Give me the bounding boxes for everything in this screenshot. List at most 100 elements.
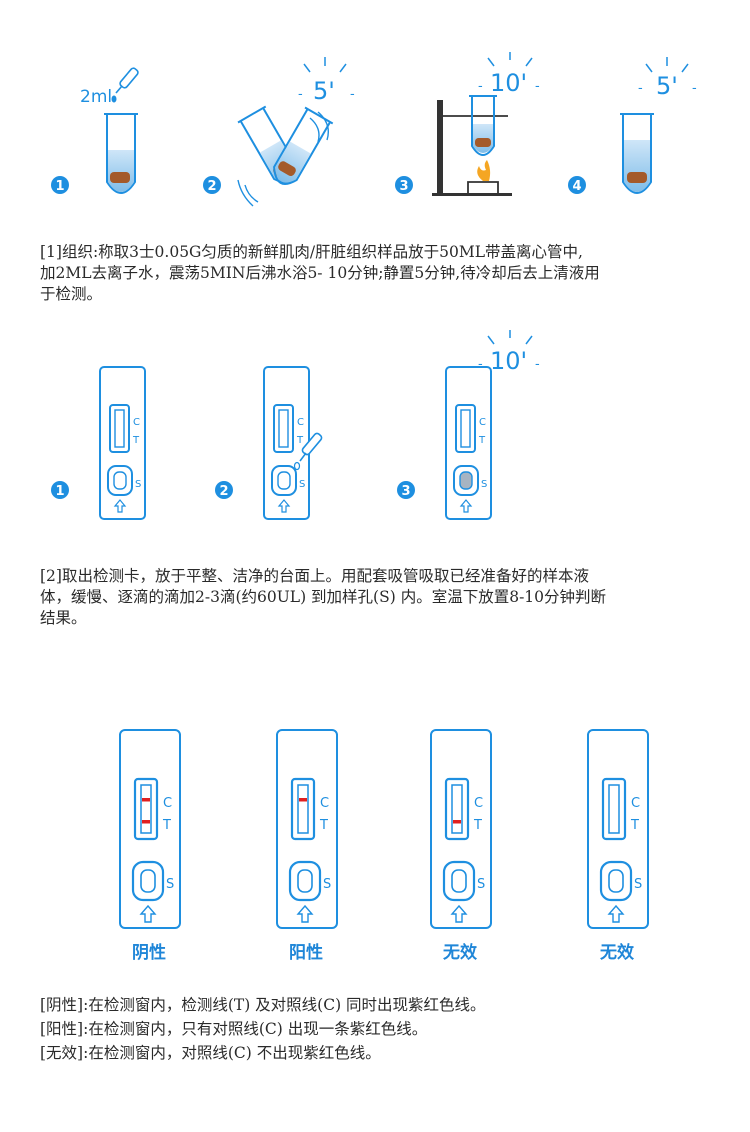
arrow-up-icon: [459, 499, 473, 513]
card-outline: [430, 729, 492, 929]
svg-text:T: T: [132, 435, 140, 446]
svg-text:10': 10': [490, 347, 527, 375]
result-label-positive: 阳性: [289, 943, 323, 963]
water-bath-heating-image: - 10' - 3: [395, 52, 540, 196]
control-line-c: [299, 798, 307, 802]
svg-text:2: 2: [219, 484, 228, 499]
svg-text:5': 5': [656, 72, 678, 100]
step1-line: 于检测。: [40, 285, 103, 303]
test-line-t: [142, 820, 150, 824]
svg-text:-: -: [535, 357, 540, 372]
flame-icon: [477, 160, 491, 181]
step1-line: 加2ML去离子水，震荡5MIN后沸水浴5- 10分钟;静置5分钟,待冷却后去上清…: [40, 264, 600, 282]
label-t: T: [473, 818, 482, 833]
label-s: S: [323, 877, 331, 892]
test-card-with-dropper-image: C T S 2: [215, 366, 323, 520]
result-test-card: CTS: [119, 729, 181, 929]
label-t: T: [162, 818, 171, 833]
svg-text:-: -: [535, 79, 540, 94]
step-number-badge: [51, 481, 69, 499]
label-c: C: [631, 796, 640, 811]
card-outline: [587, 729, 649, 929]
arrow-up-icon: [450, 904, 468, 923]
result-label-invalid: 无效: [443, 943, 477, 963]
detection-strip: [297, 784, 309, 834]
svg-text:S: S: [299, 479, 305, 490]
svg-text:S: S: [481, 479, 487, 490]
arrow-up-icon: [113, 499, 127, 513]
svg-text:C: C: [297, 417, 304, 428]
sample-hole: [608, 869, 624, 893]
svg-text:4: 4: [572, 179, 581, 194]
annotation-2ml: 2ml: [80, 87, 112, 107]
card-outline: [119, 729, 181, 929]
tissue-sample-icon: [110, 172, 130, 183]
label-c: C: [320, 796, 329, 811]
dropper-icon: [115, 67, 139, 94]
arrow-up-icon: [139, 904, 157, 923]
detection-strip: [608, 784, 620, 834]
svg-text:1: 1: [55, 484, 64, 499]
tube-with-dropper-image: 2ml 1: [51, 67, 139, 194]
svg-text:3: 3: [401, 484, 410, 499]
svg-text:-: -: [478, 79, 483, 94]
step1-line: [1]组织:称取3士0.05G匀质的新鲜肌肉/肝脏组织样品放于50ML带盖离心管…: [40, 243, 583, 261]
svg-text:C: C: [133, 417, 140, 428]
test-card-waiting-image: - 10' - C T S 3: [397, 330, 540, 520]
control-line-c: [142, 798, 150, 802]
svg-text:T: T: [478, 435, 486, 446]
settling-tube-image: - 5' - 4: [568, 57, 697, 194]
dropper-icon: [299, 432, 323, 462]
sample-hole: [451, 869, 467, 893]
arrow-up-icon: [296, 904, 314, 923]
step-number-badge: [397, 481, 415, 499]
arrow-up-icon: [607, 904, 625, 923]
svg-text:5': 5': [313, 77, 335, 105]
result-label-invalid: 无效: [600, 943, 634, 963]
svg-text:2: 2: [207, 179, 216, 194]
svg-text:-: -: [350, 87, 355, 102]
sample-well: [599, 860, 633, 902]
detection-window: [601, 777, 627, 841]
sample-well: [131, 860, 165, 902]
label-s: S: [477, 877, 485, 892]
timer-annotation: - 10' -: [478, 52, 540, 97]
step2-illustrations: C T S 1 C T S 2 - 10' -: [51, 330, 540, 520]
shaking-tubes-image: - 5' - 2: [203, 57, 355, 207]
svg-text:-: -: [638, 81, 643, 96]
result-description-invalid: [无效]:在检测窗内，对照线(C) 不出现紫红色线。: [40, 1044, 381, 1062]
sample-hole: [140, 869, 156, 893]
step2-line: 体，缓慢、逐滴的滴加2-3滴(约60UL) 到加样孔(S) 内。室温下放置8-1…: [40, 588, 607, 606]
svg-text:S: S: [135, 479, 141, 490]
test-card-image: C T S 1: [51, 366, 146, 520]
detection-strip: [140, 784, 152, 834]
svg-text:C: C: [479, 417, 486, 428]
sample-hole: [297, 869, 313, 893]
result-description-negative: [阴性]:在检测窗内，检测线(T) 及对照线(C) 同时出现紫红色线。: [40, 996, 486, 1014]
timer-annotation: - 10' -: [478, 330, 540, 375]
result-test-card: CT S: [587, 729, 649, 929]
svg-text:3: 3: [399, 179, 408, 194]
timer-annotation: - 5' -: [298, 57, 355, 105]
label-s: S: [634, 877, 642, 892]
svg-text:-: -: [692, 81, 697, 96]
label-t: T: [630, 818, 639, 833]
detection-window: [290, 777, 316, 841]
detection-window: [444, 777, 470, 841]
label-c: C: [474, 796, 483, 811]
drop-icon: [111, 95, 117, 103]
label-c: C: [163, 796, 172, 811]
step2-line: 结果。: [40, 609, 87, 627]
svg-text:1: 1: [55, 179, 64, 194]
label-t: T: [319, 818, 328, 833]
timer-annotation: - 5' -: [638, 57, 697, 100]
sample-well: [442, 860, 476, 902]
step2-line: [2]取出检测卡，放于平整、洁净的台面上。用配套吸管吸取已经准备好的样本液: [40, 567, 589, 585]
svg-text:10': 10': [490, 69, 527, 97]
detection-window: [133, 777, 159, 841]
card-outline: [276, 729, 338, 929]
drop-icon: [293, 461, 301, 471]
svg-text:-: -: [298, 87, 303, 102]
svg-text:-: -: [478, 357, 483, 372]
